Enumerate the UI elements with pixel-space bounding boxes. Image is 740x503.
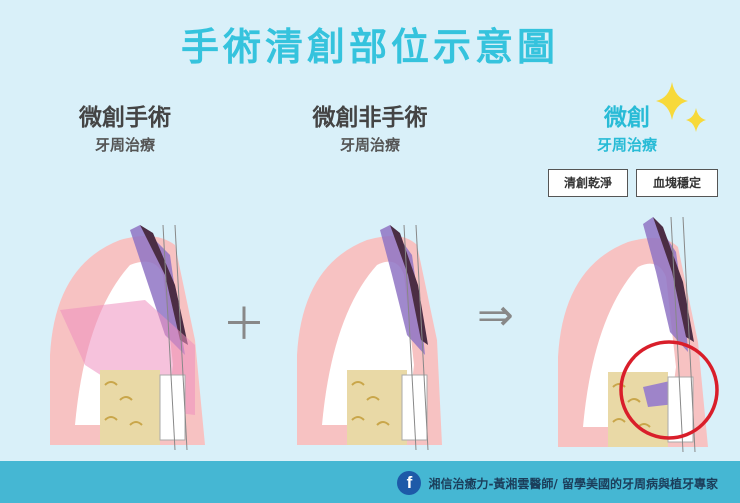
column-title-surgical: 微創手術 牙周治療 <box>25 98 225 155</box>
arrow-operator: ⇒ <box>477 290 514 341</box>
footer-credit: f 湘信治癒力-黃湘雲醫師/ 留學美國的牙周病與植牙專家 <box>397 471 718 495</box>
column-subtitle: 牙周治療 <box>339 136 400 154</box>
footer-bar: f 湘信治癒力-黃湘雲醫師/ 留學美國的牙周病與植牙專家 <box>0 461 740 503</box>
tag-clean: 清創乾淨 <box>548 169 628 197</box>
footer-text: 湘信治癒力-黃湘雲醫師/ 留學美國的牙周病與植牙專家 <box>428 476 718 491</box>
tooth-illustration-result <box>558 216 719 453</box>
tag-stable-clot: 血塊穩定 <box>636 169 718 197</box>
column-title-result: 微創 牙周治療 <box>527 98 727 155</box>
tooth-illustration-surgical <box>50 225 205 451</box>
sparkle-icon <box>656 82 706 132</box>
column-title-nonsurgical: 微創非手術 牙周治療 <box>270 98 470 155</box>
tooth-illustration-nonsurgical <box>297 225 442 451</box>
column-title-main: 微創手術 <box>79 105 171 131</box>
plus-operator: ＋ <box>222 299 266 350</box>
page-title: 手術清創部位示意圖 <box>180 25 559 69</box>
column-subtitle: 牙周治療 <box>94 136 155 154</box>
column-title-main: 微創非手術 <box>312 105 428 131</box>
facebook-icon: f <box>397 471 422 495</box>
highlight-circle <box>619 340 719 440</box>
column-subtitle: 牙周治療 <box>596 136 657 154</box>
column-title-main: 微創 <box>604 105 650 131</box>
